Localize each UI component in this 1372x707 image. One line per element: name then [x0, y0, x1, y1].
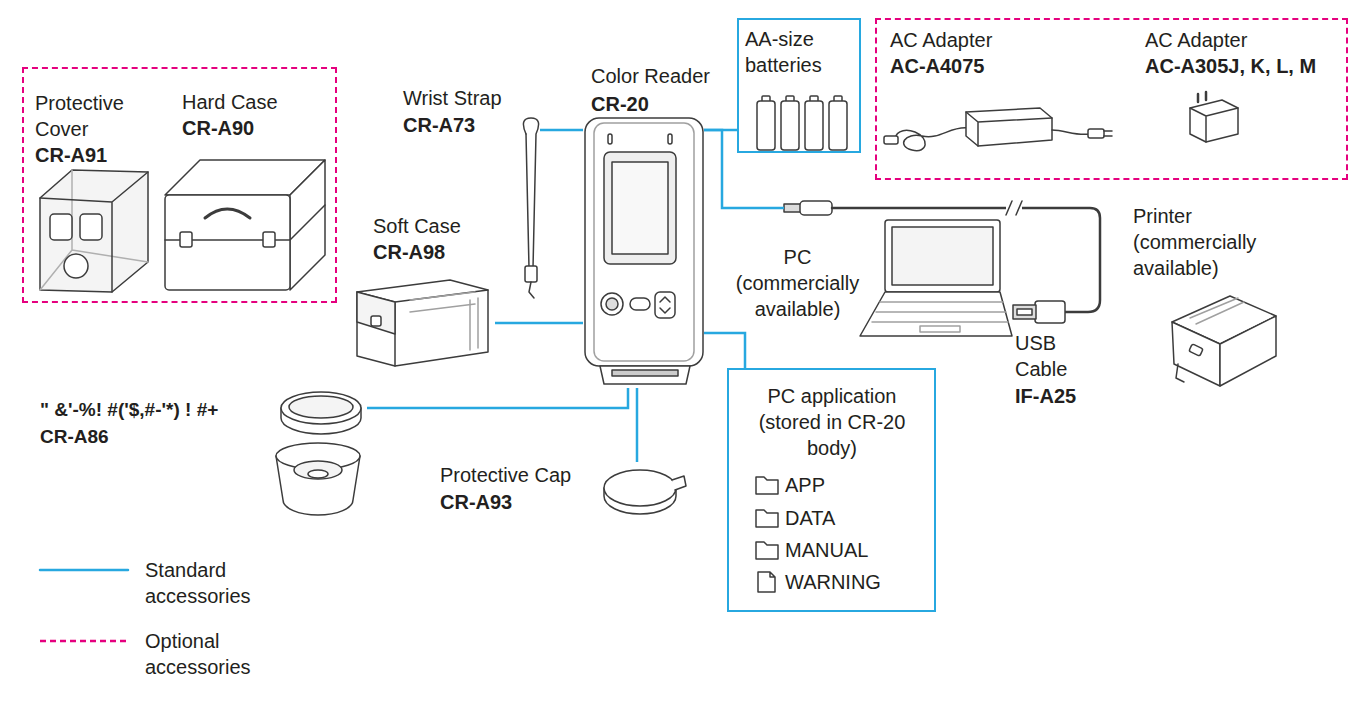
part-number: CR-A93 [440, 489, 512, 515]
device: Color ReaderCR-20 [583, 118, 704, 388]
part-number: CR-A86 [40, 424, 109, 450]
part-name: AA-size batteries [745, 26, 853, 78]
part-number: CR-20 [591, 91, 649, 117]
optional-group: Protective CoverCR-A91Hard CaseCR-A90 [22, 67, 337, 303]
accessory-item: Protective CoverCR-A91 [30, 85, 154, 295]
ac-plug-adapter-drawing [1190, 92, 1238, 142]
legend-text: Optional accessories [145, 628, 265, 680]
part-name: PC application (stored in CR-20 body) [737, 383, 927, 461]
accessory-link [367, 388, 628, 408]
part-name: DATA [785, 505, 835, 531]
accessory-item: " &'-%! #('$,#-'*) ! #+CR-A86 [32, 385, 367, 525]
accessory-link [704, 333, 745, 368]
accessory-item: Hard CaseCR-A90 [158, 86, 330, 294]
part-name: PC (commercially available) [725, 244, 870, 322]
part-name: USB Cable [1015, 330, 1090, 382]
part-name: Printer (commercially available) [1133, 203, 1283, 281]
part-name: AC Adapter [890, 27, 992, 53]
legend-text: Standard accessories [145, 557, 265, 609]
accessory-item: Wrist StrapCR-A73 [400, 85, 540, 300]
legend-samples [40, 570, 128, 641]
part-name: AC Adapter [1145, 27, 1247, 53]
part-number: " &'-%! #('$,#-'*) ! #+ [40, 397, 218, 423]
part-name: MANUAL [785, 537, 868, 563]
battery-drawing [757, 96, 847, 150]
part-number: AC-A4075 [890, 53, 984, 79]
protective-cover-drawing [40, 170, 148, 292]
part-name: Protective Cap [440, 462, 571, 488]
wrist-strap-drawing [523, 118, 538, 298]
pc-item: PC (commercially available) [725, 222, 1012, 340]
software-box: PC application (stored in CR-20 body) APP… [727, 368, 936, 612]
part-number: CR-A73 [403, 112, 475, 138]
part-name: Hard Case [182, 89, 278, 115]
part-number: CR-A91 [35, 142, 107, 168]
accessory-link [540, 129, 583, 132]
folder-icons [756, 477, 778, 592]
ac-adapter-drawing [884, 108, 1112, 151]
cable-item: USB CableIF-A25 [784, 200, 832, 216]
optional-group: AC AdapterAC-A4075AC AdapterAC-A305J, K,… [875, 18, 1348, 180]
color-reader-drawing [585, 118, 703, 384]
part-name: APP [785, 472, 825, 498]
protective-cap-drawing [604, 470, 686, 514]
part-name: Soft Case [373, 213, 461, 239]
printer-drawing [1172, 296, 1276, 386]
accessory-item: Soft CaseCR-A98 [352, 213, 495, 369]
accessory-link [636, 388, 639, 462]
hard-case-drawing [165, 160, 325, 290]
part-name: Wrist Strap [403, 85, 502, 111]
part-number: CR-A98 [373, 239, 445, 265]
part-name: WARNING [785, 569, 881, 595]
printer-item: Printer (commercially available) [1130, 203, 1280, 389]
accessory-item: Protective CapCR-A93 [437, 462, 685, 520]
part-number: AC-A305J, K, L, M [1145, 53, 1316, 79]
accessory-link [704, 130, 784, 208]
accessory-item: AC AdapterAC-A305J, K, L, M [1140, 24, 1340, 174]
target-mask-drawing [276, 392, 361, 515]
part-name: Color Reader [591, 63, 710, 89]
part-number: CR-A90 [182, 115, 254, 141]
accessory-box: AA-size batteries [737, 18, 861, 153]
part-name: Protective Cover [35, 90, 145, 142]
accessory-link [495, 322, 583, 325]
accessory-item: AC AdapterAC-A4075 [885, 24, 1120, 174]
soft-case-drawing [357, 280, 488, 366]
laptop-drawing [860, 220, 1012, 336]
part-number: IF-A25 [1015, 383, 1076, 409]
